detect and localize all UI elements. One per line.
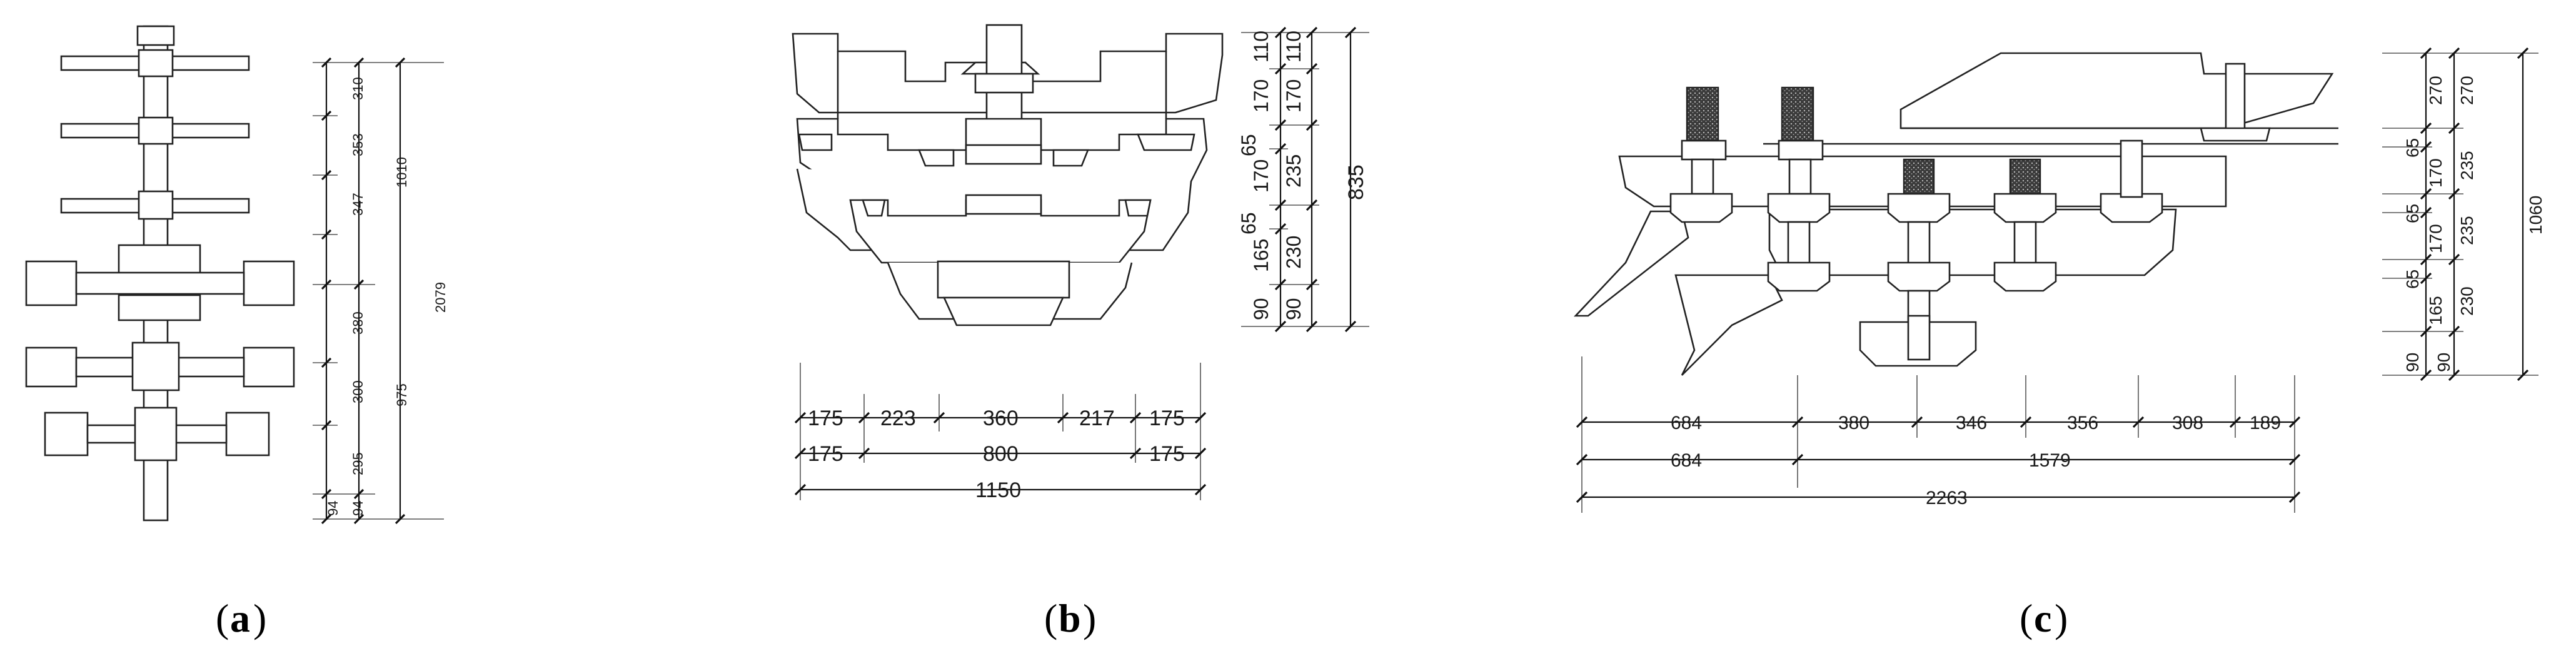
svg-text:(: ( [1044,596,1057,640]
caption-b: ( b ) [1044,596,1096,640]
dim-b-65: 65 [1237,134,1260,156]
hatched-block-2 [1781,86,1814,142]
panel-c: 684 380 346 356 308 189 684 1579 2263 [1573,47,2545,640]
panel-b-hticks [794,411,1207,496]
dim-b-170-inner: 170 [1282,79,1305,113]
dim-b-175-l2: 175 [808,442,843,466]
dim-c-65-c: 65 [2403,270,2422,289]
dim-b-65-b: 65 [1237,212,1260,235]
dim-c-356: 356 [2067,413,2098,433]
dim-b-835: 835 [1344,164,1368,200]
panel-a: 310 353 347 380 300 295 94 94 1010 975 2… [25,25,448,640]
dim-c-1060: 1060 [2526,196,2545,235]
dim-b-170-b: 170 [1250,159,1272,193]
caption-c: ( c ) [2020,596,2068,640]
dim-b-90-inner: 90 [1282,298,1305,320]
dim-c-1579: 1579 [2029,450,2071,471]
dim-c-65: 65 [2403,138,2422,158]
panel-a-dimensions: 310 353 347 380 300 295 94 94 1010 975 2… [313,57,448,525]
dim-a-94: 94 [325,501,341,516]
dim-c-90-inner: 90 [2434,353,2453,372]
dim-b-165: 165 [1250,239,1272,272]
dim-b-235: 235 [1282,154,1305,188]
dim-b-223: 223 [880,406,916,430]
caption-a-letter: a [230,596,250,640]
dim-c-235: 235 [2457,151,2477,180]
dim-c-235-b: 235 [2457,216,2477,245]
dim-a-347: 347 [350,193,366,216]
dim-c-230: 230 [2457,286,2477,316]
dim-c-684-b: 684 [1671,450,1702,471]
dim-b-217: 217 [1079,406,1115,430]
dim-c-90: 90 [2403,353,2422,372]
dim-c-346: 346 [1956,413,1987,433]
dim-c-170: 170 [2426,158,2445,188]
svg-text:): ) [253,596,266,640]
panel-b: 110 170 65 170 65 165 90 110 170 235 230… [792,24,1369,640]
dim-b-110-inner: 110 [1282,31,1305,63]
dim-b-1150: 1150 [975,478,1021,502]
dim-b-175-l: 175 [808,406,843,430]
hatched-block-1 [1686,86,1719,142]
panel-c-hticks [1576,416,2301,503]
caption-b-letter: b [1059,596,1081,640]
panel-a-ticks [321,57,406,525]
dim-b-230: 230 [1282,236,1305,269]
dim-a-310: 310 [350,77,366,100]
svg-text:): ) [2055,596,2068,640]
caption-a: ( a ) [216,596,266,640]
dim-a-975: 975 [394,383,410,406]
panel-c-drawing [1573,52,2338,376]
dim-c-2263: 2263 [1926,488,1968,508]
dim-b-800: 800 [983,442,1019,466]
panel-c-vticks [2420,47,2529,381]
dim-a-1010: 1010 [394,157,410,188]
svg-text:): ) [1083,596,1096,640]
svg-text:(: ( [2020,596,2033,640]
dim-c-270: 270 [2426,76,2445,105]
dim-a-300: 300 [350,380,366,403]
dim-c-308: 308 [2172,413,2203,433]
dim-b-360: 360 [983,406,1019,430]
panel-b-vticks [1274,26,1357,333]
dim-c-165: 165 [2426,296,2445,325]
panel-c-dimensions: 684 380 346 356 308 189 684 1579 2263 [1576,47,2545,513]
dim-c-380: 380 [1838,413,1869,433]
dim-a-2079: 2079 [433,282,448,313]
panel-a-drawing [25,25,295,522]
dim-b-175-r: 175 [1149,406,1185,430]
dim-b-170: 170 [1250,79,1272,113]
dim-a-380: 380 [350,311,366,335]
panel-b-drawing [792,24,1224,326]
dim-b-175-r2: 175 [1149,442,1185,466]
panel-b-dimensions: 110 170 65 170 65 165 90 110 170 235 230… [794,26,1369,502]
dim-a-353: 353 [350,133,366,156]
dim-c-65-b: 65 [2403,204,2422,223]
dim-c-684: 684 [1671,413,1702,433]
dim-c-270-inner: 270 [2457,76,2477,105]
caption-c-letter: c [2034,596,2051,640]
dim-c-189: 189 [2250,413,2281,433]
dim-a-94-inner: 94 [350,501,366,516]
dim-c-170-b: 170 [2426,224,2445,253]
dim-b-110: 110 [1250,31,1272,63]
dim-a-295: 295 [350,452,366,475]
svg-text:(: ( [216,596,229,640]
dim-b-90: 90 [1250,298,1272,320]
